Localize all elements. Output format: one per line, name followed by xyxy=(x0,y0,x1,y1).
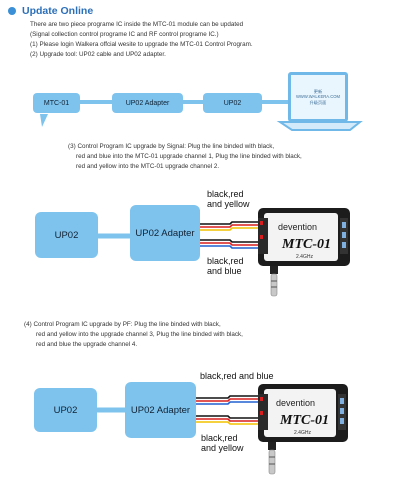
callout-tail xyxy=(40,114,48,127)
wires-bottom xyxy=(200,239,262,249)
wire-label-top: black,red and yellow xyxy=(207,189,250,209)
device-model: MTC-01 xyxy=(279,413,329,428)
wire-label-line: black,red xyxy=(201,433,238,443)
wire-label-top: black,red and blue xyxy=(200,371,274,381)
laptop-base xyxy=(276,121,363,131)
section4-line: (4) Control Program IC upgrade by PF: Pl… xyxy=(24,321,221,328)
section3-line: (3) Control Program IC upgrade by Signal… xyxy=(68,143,275,150)
device-model: MTC-01 xyxy=(281,237,331,252)
intro-line: (1) Please login Walkera offcial wesite … xyxy=(30,41,253,48)
section-title: Update Online xyxy=(22,5,94,17)
device-frequency: 2.4GHz xyxy=(294,430,311,436)
screen-line: 升级页面 xyxy=(309,99,327,105)
intro-line: (2) Upgrade tool: UP02 cable and UP02 ad… xyxy=(30,51,166,58)
up02-adapter-box-2: UP02 Adapter xyxy=(130,205,200,261)
section3-line: red and yellow into the MTC-01 upgrade c… xyxy=(76,163,220,170)
section4-text: (4) Control Program IC upgrade by PF: Pl… xyxy=(24,320,243,350)
section4-line: red and yellow into the upgrade channel … xyxy=(36,331,243,338)
bullet-icon xyxy=(8,7,16,15)
intro-line: There are two piece programe IC inside t… xyxy=(30,21,244,28)
mtc01-device xyxy=(258,208,350,297)
laptop-screen: 更新 WWW.WALKERA.COM 升级页面 xyxy=(288,72,348,122)
section-header: Update Online xyxy=(8,5,93,17)
wire-label-line: black,red xyxy=(207,189,244,199)
section4-line: red and blue the upgrade channel 4. xyxy=(36,341,138,348)
wire-label-line: and blue xyxy=(207,266,242,276)
wires-top xyxy=(196,395,262,405)
up02-box-3: UP02 xyxy=(34,388,97,432)
mtc01-box: MTC-01 xyxy=(33,93,80,113)
device-brand: devention xyxy=(278,222,317,232)
section3-line: red and blue into the MTC-01 upgrade cha… xyxy=(76,153,302,160)
wire-label-line: and yellow xyxy=(207,199,250,209)
wire-label-line: black,red xyxy=(207,256,244,266)
intro-text: There are two piece programe IC inside t… xyxy=(30,20,253,60)
section3-text: (3) Control Program IC upgrade by Signal… xyxy=(68,142,302,172)
mtc01-device xyxy=(258,384,348,475)
intro-line: (Signal collection control programe IC a… xyxy=(30,31,219,38)
diagram1-connectors xyxy=(40,100,363,131)
screen-line: 更新 xyxy=(313,88,323,94)
diagram3-graphics: devention MTC-01 2.4GHz xyxy=(97,384,348,475)
diagram2-graphics: devention MTC-01 2.4GHz xyxy=(98,208,350,297)
up02-adapter-box: UP02 Adapter xyxy=(112,93,183,113)
up02-box: UP02 xyxy=(203,93,262,113)
wire-label-line: and yellow xyxy=(201,443,244,453)
wire-label-bottom: black,red and yellow xyxy=(201,433,244,453)
device-frequency: 2.4GHz xyxy=(296,254,313,260)
screen-line: WWW.WALKERA.COM xyxy=(295,94,341,100)
up02-box-2: UP02 xyxy=(35,212,98,258)
wires-bottom xyxy=(196,415,262,425)
wires-top xyxy=(200,221,262,231)
wire-label-bottom: black,red and blue xyxy=(207,256,244,276)
device-brand: devention xyxy=(276,398,315,408)
up02-adapter-box-3: UP02 Adapter xyxy=(125,382,196,438)
